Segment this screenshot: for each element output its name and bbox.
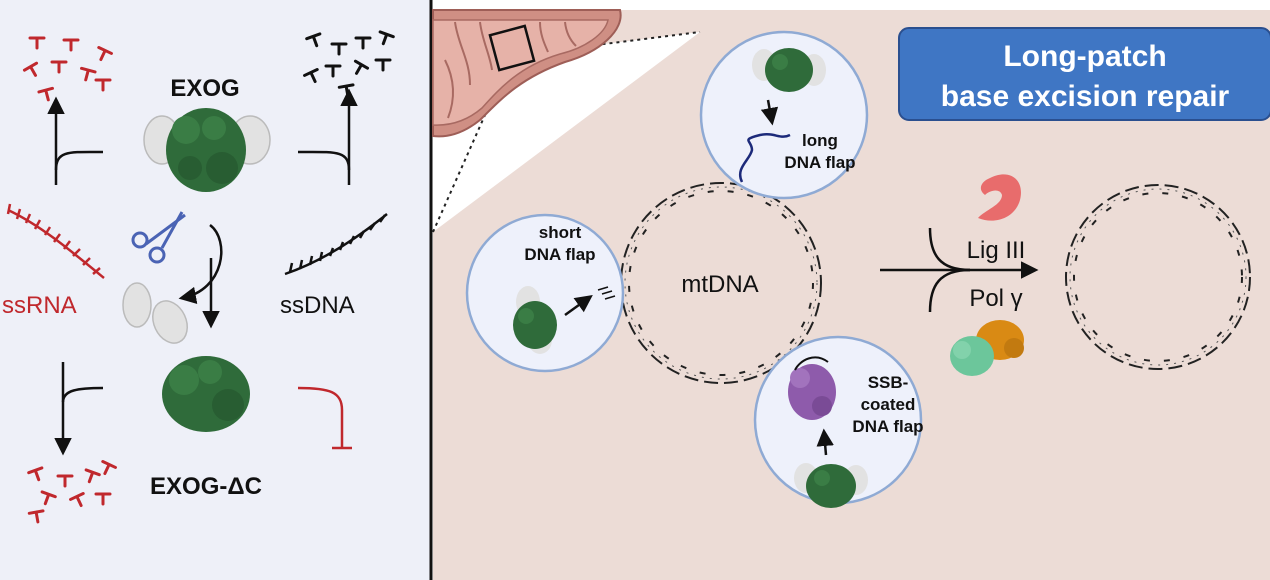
ssb-flap-bubble: SSB- coated DNA flap <box>753 335 924 508</box>
rna-degradation-arrow-delta-c <box>54 362 104 456</box>
rna-fragments-top <box>22 36 113 102</box>
left-panel: EXOG ssRNA <box>0 0 433 580</box>
ssdna-strand <box>284 213 388 276</box>
long-flap-label-1: long <box>802 131 838 150</box>
rna-fragments-bottom <box>27 460 117 524</box>
pol-gamma-protein <box>950 320 1024 376</box>
title-box: Long-patch base excision repair <box>898 27 1270 121</box>
right-panel: Long-patch base excision repair mtDNA sh… <box>432 0 1270 580</box>
mitochondrion-icon <box>432 9 622 138</box>
dna-degradation-arrow <box>297 88 358 185</box>
title-line-2: base excision repair <box>941 80 1230 113</box>
zoom-box <box>488 24 536 72</box>
rna-degradation-arrow <box>47 96 104 185</box>
exog-enzyme-small <box>794 463 868 508</box>
ssb-protein <box>788 364 836 420</box>
exog-enzyme-small <box>513 286 557 354</box>
exog-enzyme <box>143 108 271 192</box>
ssrna-strand <box>6 203 105 279</box>
exog-enzyme-small <box>752 48 826 92</box>
lig-iii-label: Lig III <box>967 237 1026 264</box>
cleavage-arrow <box>178 224 223 329</box>
short-flap-label-2: DNA flap <box>524 245 595 264</box>
long-flap-bubble: long DNA flap <box>699 30 869 200</box>
released-c-terminal-domains <box>122 282 188 344</box>
ssb-label-1: SSB- <box>868 373 909 392</box>
short-flap-bubble: short DNA flap <box>465 213 625 373</box>
ssdna-label: ssDNA <box>280 292 355 319</box>
repaired-mtdna-circle <box>1065 184 1251 370</box>
lig-iii-protein <box>978 174 1021 221</box>
exog-delta-c-label: EXOG-ΔC <box>150 473 262 500</box>
title-line-1: Long-patch <box>1003 40 1166 73</box>
pol-gamma-label: Pol γ <box>969 285 1022 312</box>
mtdna-label: mtDNA <box>681 271 758 298</box>
ssb-label-2: coated <box>861 395 916 414</box>
exog-label: EXOG <box>170 75 239 102</box>
long-flap-label-2: DNA flap <box>784 153 855 172</box>
scissors-icon <box>131 211 186 264</box>
short-flap-label-1: short <box>539 223 582 242</box>
ssrna-label: ssRNA <box>2 292 77 319</box>
exog-delta-c-enzyme <box>162 356 250 432</box>
ssb-label-3: DNA flap <box>852 417 923 436</box>
left-panel-background <box>0 0 430 580</box>
repair-arrow <box>880 227 1039 313</box>
dna-blocked-indicator <box>297 386 352 450</box>
